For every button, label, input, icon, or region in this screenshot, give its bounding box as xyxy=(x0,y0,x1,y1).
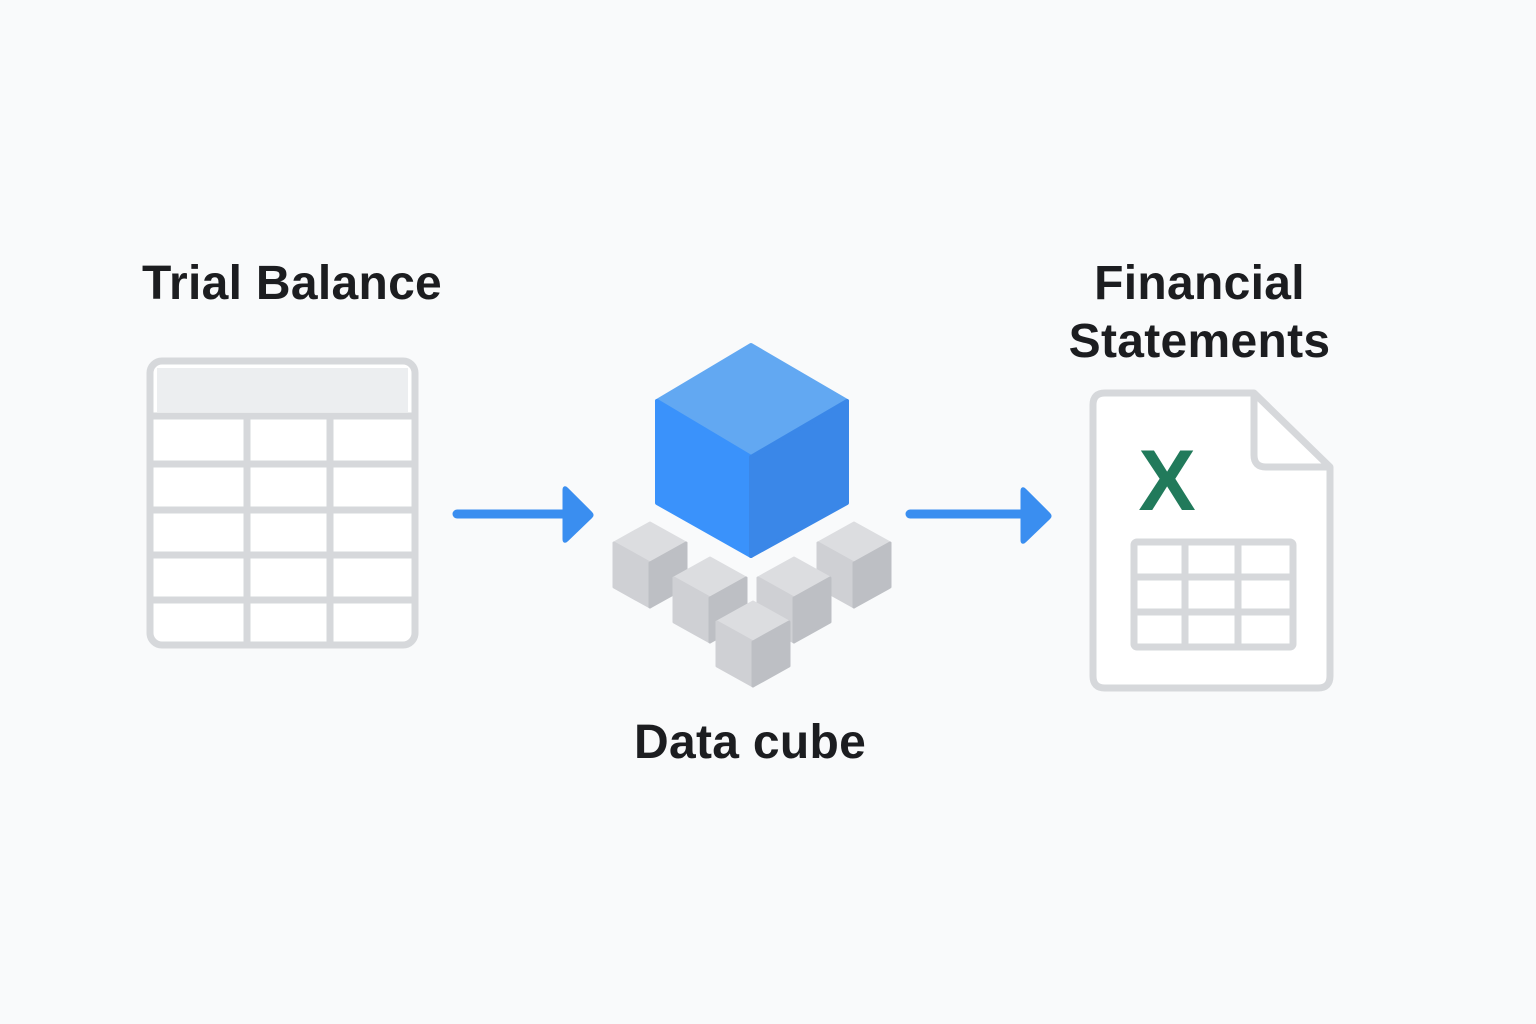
financial-statements-label: Financial Statements xyxy=(1062,255,1337,371)
excel-x-glyph: X xyxy=(1138,433,1195,529)
table-grid-icon xyxy=(146,357,419,649)
data-cube-label: Data cube xyxy=(634,716,867,769)
arrow-right-icon xyxy=(905,487,1052,544)
small-cube-icon xyxy=(715,600,791,688)
financial-statements-label-line1: Financial xyxy=(1094,257,1305,310)
arrow-right-icon xyxy=(452,486,594,543)
excel-document-icon: X xyxy=(1089,389,1334,692)
data-cube-icon xyxy=(612,343,892,688)
financial-statements-label-line2: Statements xyxy=(1068,315,1331,368)
trial-balance-label: Trial Balance xyxy=(142,257,443,310)
